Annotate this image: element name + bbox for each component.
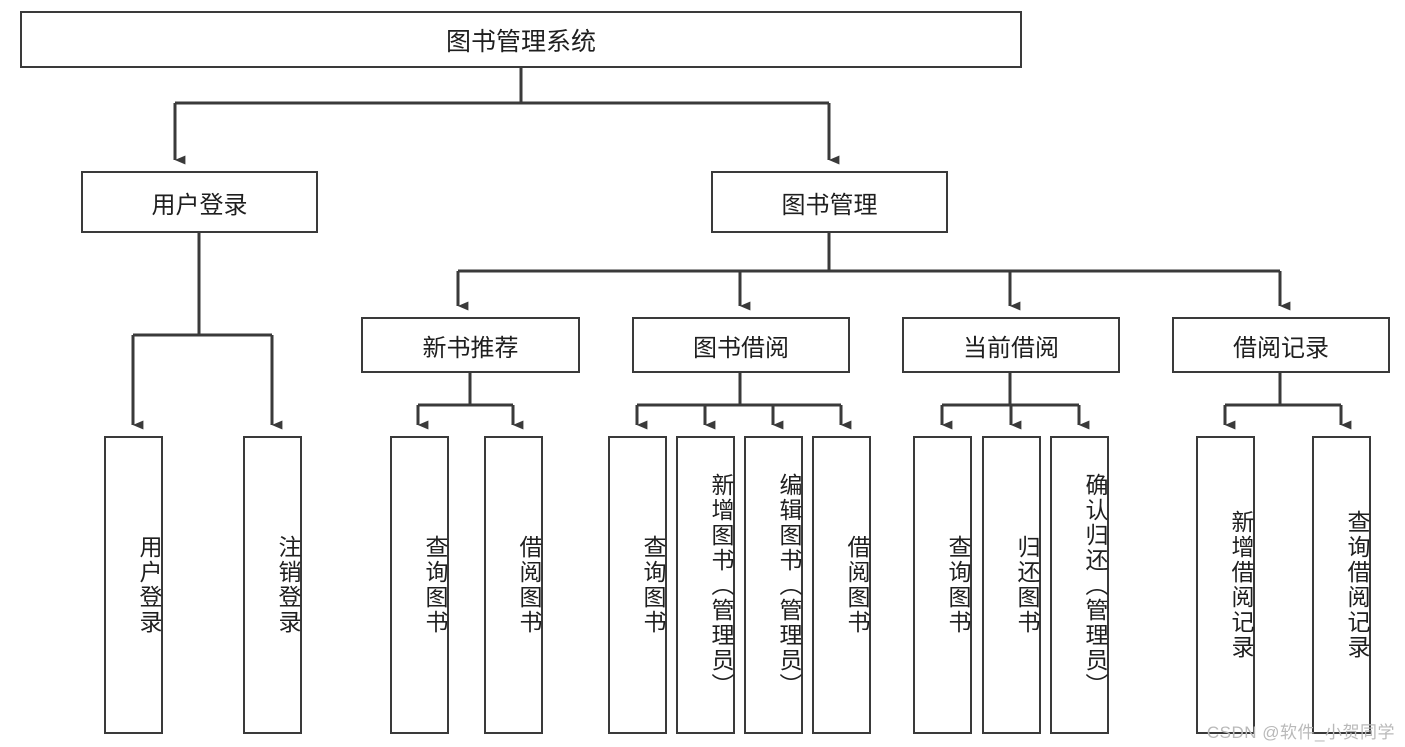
leaf-current-borrow-query[interactable]: 查询图书 bbox=[913, 436, 972, 734]
node-new-book-recommend-label: 新书推荐 bbox=[422, 334, 519, 362]
node-user-login-label: 用户登录 bbox=[151, 191, 248, 219]
leaf-borrow-record-add[interactable]: 新增借阅记录 bbox=[1196, 436, 1255, 734]
leaf-book-borrow-edit[interactable]: 编辑图书（管理员） bbox=[744, 436, 803, 734]
leaf-current-borrow-confirm-return[interactable]: 确认归还（管理员） bbox=[1050, 436, 1109, 734]
leaf-label: 归还图书 bbox=[1014, 535, 1040, 635]
leaf-user-login-login[interactable]: 用户登录 bbox=[104, 436, 163, 734]
leaf-borrow-record-query[interactable]: 查询借阅记录 bbox=[1312, 436, 1371, 734]
node-book-management[interactable]: 图书管理 bbox=[711, 171, 948, 233]
node-current-borrow-label: 当前借阅 bbox=[963, 334, 1059, 362]
leaf-label: 查询图书 bbox=[640, 535, 666, 635]
leaf-new-book-borrow[interactable]: 借阅图书 bbox=[484, 436, 543, 734]
node-new-book-recommend[interactable]: 新书推荐 bbox=[361, 317, 580, 373]
leaf-book-borrow-add[interactable]: 新增图书（管理员） bbox=[676, 436, 735, 734]
node-book-borrow-label: 图书借阅 bbox=[693, 334, 789, 362]
leaf-label: 借阅图书 bbox=[844, 535, 870, 635]
leaf-label: 查询图书 bbox=[945, 535, 971, 635]
leaf-label: 确认归还（管理员） bbox=[1082, 472, 1108, 698]
leaf-label: 查询图书 bbox=[422, 535, 448, 635]
leaf-book-borrow-borrow[interactable]: 借阅图书 bbox=[812, 436, 871, 734]
node-root[interactable]: 图书管理系统 bbox=[20, 11, 1022, 68]
leaf-label: 查询借阅记录 bbox=[1344, 510, 1370, 660]
node-borrow-record-label: 借阅记录 bbox=[1233, 334, 1329, 362]
node-book-borrow[interactable]: 图书借阅 bbox=[632, 317, 850, 373]
leaf-label: 编辑图书（管理员） bbox=[776, 472, 802, 698]
node-current-borrow[interactable]: 当前借阅 bbox=[902, 317, 1120, 373]
node-user-login[interactable]: 用户登录 bbox=[81, 171, 318, 233]
node-book-management-label: 图书管理 bbox=[781, 191, 878, 219]
leaf-label: 注销登录 bbox=[275, 535, 301, 635]
leaf-label: 借阅图书 bbox=[516, 535, 542, 635]
node-root-label: 图书管理系统 bbox=[445, 27, 596, 56]
leaf-current-borrow-return[interactable]: 归还图书 bbox=[982, 436, 1041, 734]
leaf-label: 新增借阅记录 bbox=[1228, 510, 1254, 660]
node-borrow-record[interactable]: 借阅记录 bbox=[1172, 317, 1390, 373]
leaf-new-book-query[interactable]: 查询图书 bbox=[390, 436, 449, 734]
leaf-book-borrow-query[interactable]: 查询图书 bbox=[608, 436, 667, 734]
leaf-user-login-logout[interactable]: 注销登录 bbox=[243, 436, 302, 734]
watermark-text: CSDN @软件_小贺同学 bbox=[1206, 723, 1395, 742]
leaf-label: 用户登录 bbox=[136, 535, 162, 635]
leaf-label: 新增图书（管理员） bbox=[708, 472, 734, 698]
